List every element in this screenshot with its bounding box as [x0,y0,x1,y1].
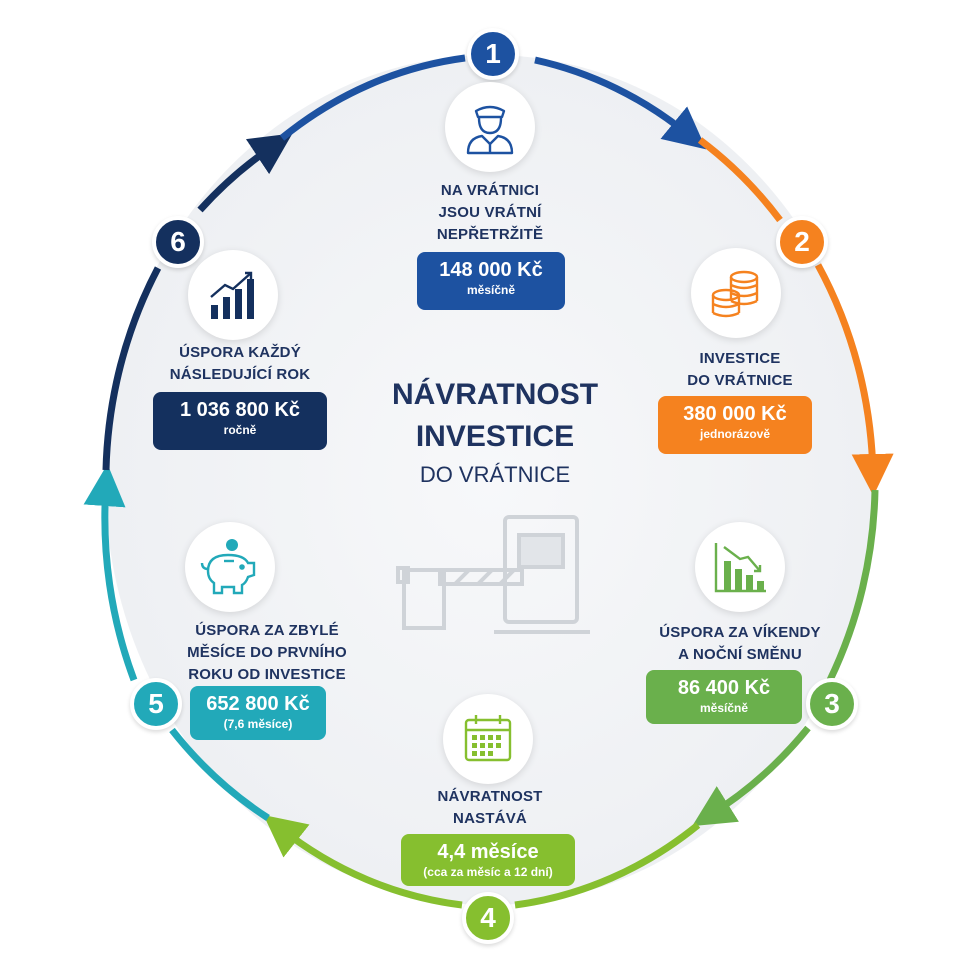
arc-2-lead [697,137,783,223]
step-4-badge: 4 [462,892,514,944]
step-2-sub: jednorázově [699,427,771,441]
step-6-sub: ročně [223,423,257,437]
step-5-amount-box: 652 800 Kč (7,6 měsíce) [190,686,326,740]
step-5-amount: 652 800 Kč [206,693,310,715]
arc-5-6 [83,464,138,682]
calendar-icon [443,694,533,784]
step-1-amount: 148 000 Kč [439,259,543,281]
declining-chart-icon [695,522,785,612]
step-1-amount-box: 148 000 Kč měsíčně [417,252,565,310]
step-5-label: ÚSPORA ZA ZBYLÉ MĚSÍCE DO PRVNÍHO ROKU O… [187,622,347,683]
step-3-sub: měsíčně [699,701,749,715]
security-guard-icon [445,82,535,172]
step-3-amount: 86 400 Kč [677,677,771,699]
arc-6-lead [102,266,162,471]
step-2-label: INVESTICE DO VRÁTNICE [687,350,793,389]
step-1-sub: měsíčně [466,283,516,297]
step-4-label: NÁVRATNOST NASTÁVÁ [437,788,543,827]
main-title-line2: INVESTICE [415,420,575,453]
arc-2-3 [814,263,894,496]
step-3-label: ÚSPORA ZA VÍKENDY A NOČNÍ SMĚNU [659,624,821,663]
step-2-amount: 380 000 Kč [683,403,787,425]
step-6-amount: 1 036 800 Kč [179,399,301,421]
barrier-gate-icon [396,515,590,634]
arc-1-2 [534,56,707,150]
step-4-amount-box: 4,4 měsíce (cca za měsíc a 12 dní) [401,834,575,886]
step-1-label: NA VRÁTNICI JSOU VRÁTNÍ NEPŘETRŽITĚ [436,182,544,243]
arc-3-lead [826,489,879,682]
step-6-amount-box: 1 036 800 Kč ročně [153,392,327,450]
step-3-amount-box: 86 400 Kč měsíčně [646,670,802,724]
step-2-badge: 2 [776,216,828,268]
arc-5-lead [169,727,270,821]
arc-6-1 [197,133,293,213]
coins-stack-icon [691,248,781,338]
step-5-sub: (7,6 měsíce) [223,717,293,731]
step-4-sub: (cca za měsíc a 12 dní) [423,865,553,879]
arc-4-lead [514,822,701,909]
step-6-badge: 6 [152,216,204,268]
growth-chart-icon [188,250,278,340]
step-5-badge: 5 [130,678,182,730]
step-2-amount-box: 380 000 Kč jednorázově [658,396,812,454]
arc-1-lead [279,54,466,141]
step-1-badge: 1 [467,28,519,80]
step-6-label: ÚSPORA KAŽDÝ NÁSLEDUJÍCÍ ROK [169,344,311,383]
arc-4-5 [263,814,463,909]
step-3-badge: 3 [806,678,858,730]
step-4-amount: 4,4 měsíce [437,841,539,863]
main-title-line1: NÁVRATNOST [391,378,599,411]
arc-3-4 [692,725,811,827]
main-subtitle: DO VRÁTNICE [419,462,571,487]
piggy-bank-icon [185,522,275,612]
